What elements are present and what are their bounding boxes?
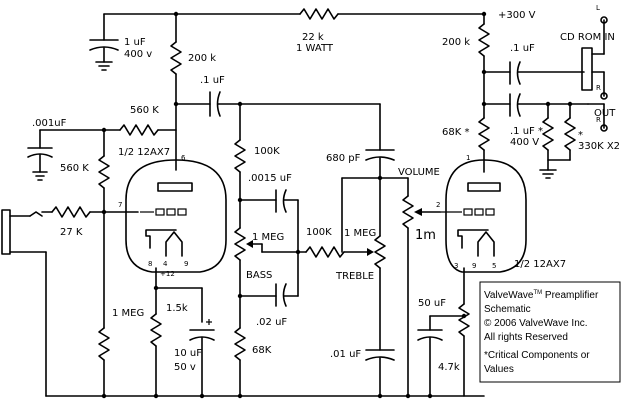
- right-pin-plate: 1: [466, 154, 470, 162]
- right-cathode-cap-value: 50 uF: [418, 298, 446, 309]
- tone-top-resistor-value: 100K: [254, 146, 280, 157]
- left-grid-leak: [98, 211, 110, 397]
- left-tube: [125, 159, 227, 273]
- tone-bottom-cap: [365, 349, 395, 397]
- supply-voltage: +300 V: [498, 10, 536, 21]
- tone-mid-resistor-value: 100K: [306, 227, 332, 238]
- tone-treble-cap: [239, 189, 299, 253]
- grid-resistor: [98, 129, 110, 215]
- right-cathode-network: [417, 267, 470, 397]
- dropper-value: 22 k: [302, 32, 324, 43]
- right-load-resistors: [539, 103, 576, 179]
- ground-rail: [45, 393, 485, 399]
- input-jack[interactable]: [1, 209, 47, 397]
- tone-treble-pot-value: 1 MEG: [344, 228, 376, 239]
- right-out-cap-a: .1 uF: [510, 43, 535, 54]
- left-tube-label: 1/2 12AX7: [118, 147, 170, 158]
- tone-treble-label: TREBLE: [335, 271, 374, 282]
- grid-feed-resistor-value: 560 K: [130, 105, 159, 116]
- volume-pot[interactable]: [379, 177, 441, 397]
- right-pin-cathode: 3: [454, 262, 458, 270]
- tone-bottom-resistor: [234, 295, 246, 397]
- left-pin-grid: 7: [118, 201, 122, 209]
- dropper-rating: 1 WATT: [296, 43, 334, 54]
- right-isolation-resistor: [478, 117, 490, 173]
- right-plate-resistor: [478, 13, 490, 119]
- tone-mid-resistor: [297, 246, 369, 258]
- left-cathode-cap-voltage: 50 v: [174, 362, 196, 373]
- title-line5: *Critical Components or: [484, 350, 590, 361]
- cdrom-right-mark: R: [596, 84, 601, 92]
- input-capacitor: [27, 129, 53, 181]
- tone-top-cap-value: 680 pF: [326, 153, 361, 164]
- left-cathode-network: [150, 267, 215, 397]
- left-pin-heater-b: 9: [184, 260, 188, 268]
- left-grid-leak-value: 1 MEG: [112, 308, 144, 319]
- right-cathode-resistor-value: 4.7k: [438, 362, 460, 373]
- tone-treble-cap-value: .0015 uF: [248, 173, 292, 184]
- grid-feed-resistor: [39, 124, 177, 136]
- title-line4: All rights Reserved: [484, 332, 568, 343]
- left-cathode-cap-value: 10 uF: [174, 348, 202, 359]
- tone-top-cap: [365, 103, 395, 181]
- cdrom-left-mark: L: [596, 4, 600, 12]
- left-plate-resistor: [170, 13, 182, 171]
- input-resistor-value: 27 K: [60, 227, 83, 238]
- left-pin-heater-mark: +12: [160, 270, 175, 278]
- left-pin-heater-a: 4: [163, 260, 168, 268]
- left-pin-cathode: 8: [148, 260, 152, 268]
- left-coupling-capacitor: [173, 91, 381, 117]
- right-out-cap-b: .1 uF *: [510, 126, 543, 137]
- tone-bass-pot: [234, 199, 301, 299]
- title-line2: Schematic: [484, 304, 531, 315]
- right-tube: [440, 159, 527, 273]
- filter-capacitor: [89, 13, 119, 71]
- left-pin-plate: 6: [181, 154, 186, 162]
- right-plate-resistor-value: 200 k: [442, 37, 470, 48]
- volume-label: VOLUME: [398, 167, 440, 178]
- tone-bottom-resistor-value: 68K: [252, 345, 272, 356]
- filter-cap-voltage: 400 v: [124, 49, 152, 60]
- right-pin-heater-b: 5: [492, 262, 496, 270]
- right-load-value: 330K X2: [578, 141, 620, 152]
- title-line1: ValveWaveTM Preamplifier: [484, 290, 599, 301]
- supply-rail: [103, 8, 487, 20]
- cdrom-jack[interactable]: [581, 16, 608, 100]
- tone-bottom-cap-value: .01 uF: [330, 349, 361, 360]
- right-pin-grid: 2: [436, 201, 440, 209]
- tone-bass-label: BASS: [246, 270, 272, 281]
- right-out-cap-voltage: 400 V: [510, 137, 539, 148]
- input-cap-value: .001uF: [32, 118, 67, 129]
- right-output-caps: [483, 61, 589, 117]
- out-label: OUT: [594, 108, 616, 119]
- out-jack[interactable]: [587, 103, 608, 132]
- title-line3: © 2006 ValveWave Inc.: [484, 318, 588, 329]
- tone-top-resistor: [234, 103, 246, 203]
- right-tube-label: 1/2 12AX7: [514, 259, 566, 270]
- left-coupling-cap-value: .1 uF: [200, 75, 225, 86]
- right-pin-heater-c: 9: [472, 262, 476, 270]
- filter-cap-value: 1 uF: [124, 37, 146, 48]
- tone-treble-pot: [341, 177, 386, 351]
- right-load-mark: *: [578, 130, 583, 141]
- cdrom-label: CD ROM IN: [560, 32, 615, 43]
- volume-value: 1m: [415, 228, 436, 243]
- input-resistor: [41, 206, 139, 218]
- tone-bass-cap-value: .02 uF: [256, 317, 287, 328]
- tone-bass-pot-value: 1 MEG: [252, 232, 284, 243]
- left-plate-resistor-value: 200 k: [188, 53, 216, 64]
- title-block: [479, 281, 621, 383]
- left-cathode-resistor-value: 1.5k: [166, 303, 188, 314]
- title-line6: Values: [484, 364, 514, 375]
- tone-bass-cap: [239, 251, 299, 307]
- out-right-mark: R: [596, 116, 601, 124]
- right-isolation-resistor-value: 68K *: [442, 127, 469, 138]
- grid-resistor-value: 560 K: [60, 163, 89, 174]
